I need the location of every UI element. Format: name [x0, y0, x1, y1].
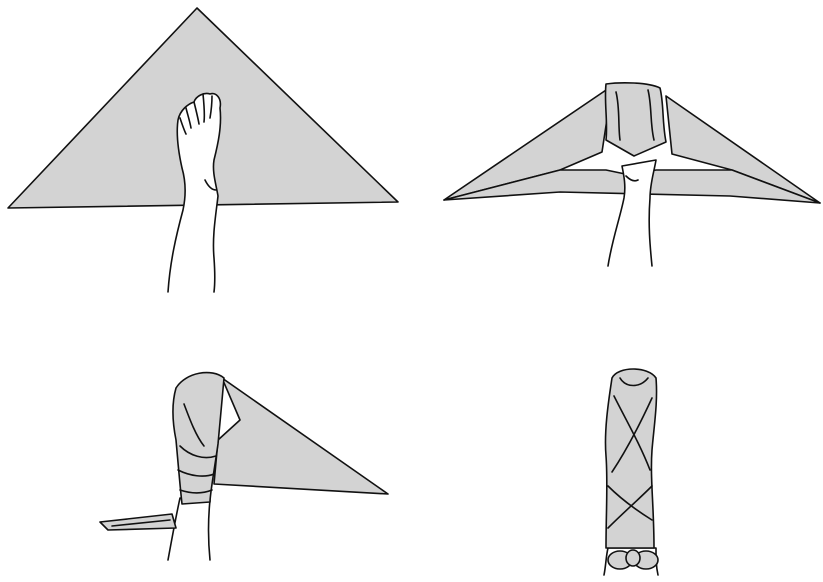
panel-step-4 [604, 369, 658, 575]
panel-step-1 [8, 8, 398, 292]
leg [168, 498, 210, 560]
panel-step-3 [100, 373, 388, 560]
panel-step-2 [444, 83, 820, 266]
wrapped-bandage [605, 369, 656, 548]
bandage-left-end [100, 514, 176, 530]
folded-point [605, 83, 666, 156]
bandage-right-tail [214, 378, 388, 494]
knot [608, 550, 658, 569]
knot-center [626, 550, 640, 566]
